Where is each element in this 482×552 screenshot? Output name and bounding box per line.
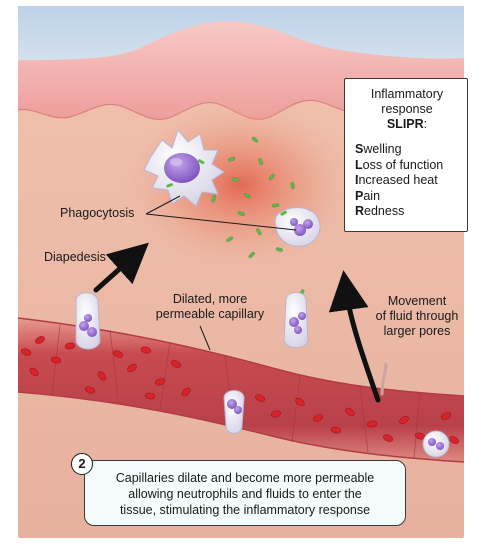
legend-item: Swelling xyxy=(355,142,459,158)
legend-item: Pain xyxy=(355,189,459,205)
legend-item-rest: ain xyxy=(363,189,380,203)
phagocytosis-label: Phagocytosis xyxy=(60,206,134,221)
caption-line2: allowing neutrophils and fluids to enter… xyxy=(91,486,399,502)
caption-line1: Capillaries dilate and become more perme… xyxy=(91,470,399,486)
neutrophil-migrating xyxy=(284,293,308,348)
legend-item: Increased heat xyxy=(355,173,459,189)
legend-item-initial: L xyxy=(355,158,363,172)
step-caption: Capillaries dilate and become more perme… xyxy=(84,460,406,526)
legend-item-initial: R xyxy=(355,204,364,218)
legend-item-rest: ncreased heat xyxy=(358,173,437,187)
neutrophil-in-vessel xyxy=(224,391,244,434)
fluid-movement-line2: of fluid through xyxy=(362,309,472,324)
neutrophil-in-vessel-right xyxy=(423,431,449,457)
inflammation-glow xyxy=(115,95,365,275)
legend-list: Swelling Loss of function Increased heat… xyxy=(355,142,459,220)
legend-item: Loss of function xyxy=(355,158,459,174)
legend-title: Inflammatory response SLIPR: xyxy=(355,87,459,132)
capillary-label-line1: Dilated, more xyxy=(140,292,280,307)
legend-title-line2: response xyxy=(355,102,459,117)
step-number-badge: 2 xyxy=(71,453,93,475)
legend-item-rest: edness xyxy=(364,204,404,218)
neutrophil-diapedesis xyxy=(76,293,100,349)
legend-title-line1: Inflammatory xyxy=(355,87,459,102)
capillary-label: Dilated, more permeable capillary xyxy=(140,292,280,322)
capillary-label-line2: permeable capillary xyxy=(140,307,280,322)
caption-line3: tissue, stimulating the inflammatory res… xyxy=(91,502,399,518)
legend-item-rest: oss of function xyxy=(363,158,444,172)
fluid-movement-line3: larger pores xyxy=(362,324,472,339)
fluid-movement-line1: Movement xyxy=(362,294,472,309)
legend-acronym-suffix: : xyxy=(424,117,427,131)
legend-item: Redness xyxy=(355,204,459,220)
legend-acronym: SLIPR xyxy=(387,117,424,131)
fluid-movement-label: Movement of fluid through larger pores xyxy=(362,294,472,339)
slipr-legend: Inflammatory response SLIPR: Swelling Lo… xyxy=(344,78,468,232)
legend-item-rest: welling xyxy=(363,142,401,156)
diapedesis-label: Diapedesis xyxy=(44,250,106,265)
